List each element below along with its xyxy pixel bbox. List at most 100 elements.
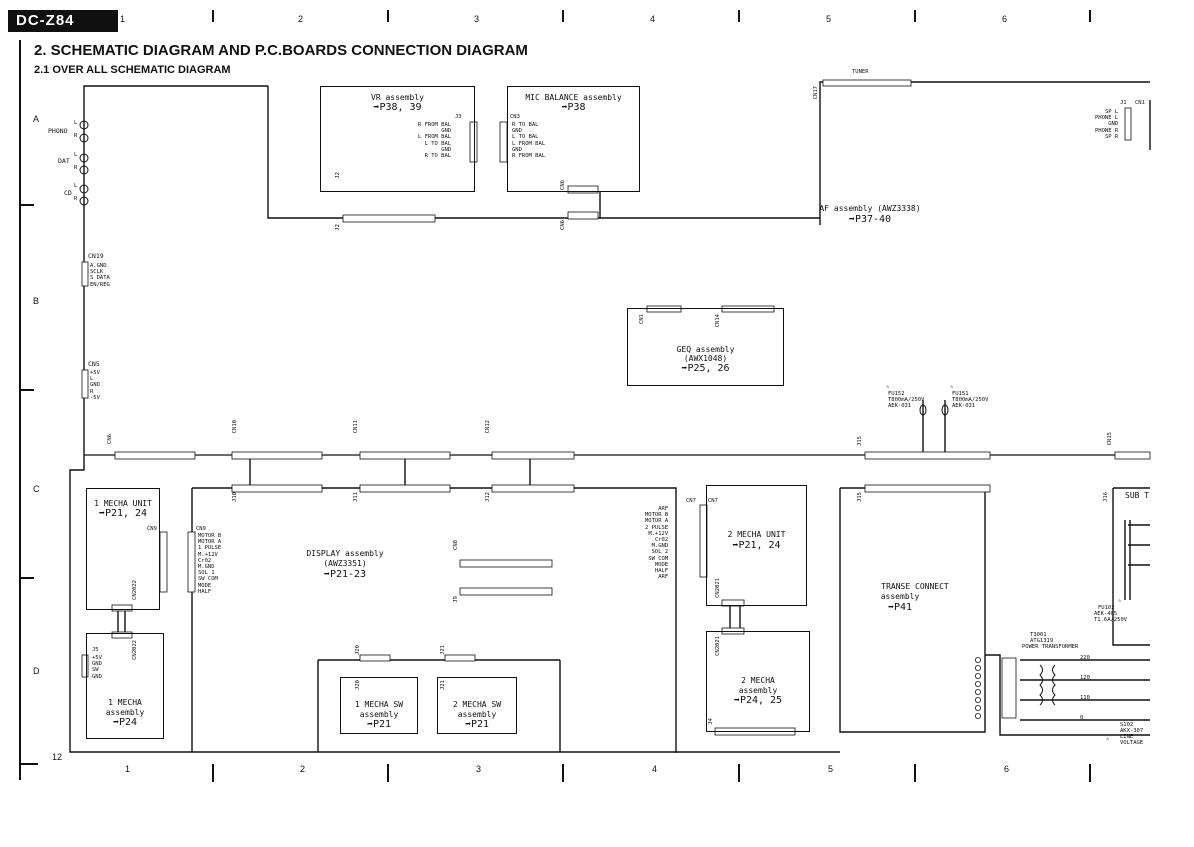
j1-id: J1 — [1120, 100, 1127, 106]
geq-part: (AWX1048) — [683, 354, 728, 363]
mecha2-unit-ref-text: P21, 24 — [738, 540, 781, 551]
j20-a-id: J20 — [355, 645, 361, 655]
cn15-id: CN15 — [1107, 432, 1113, 446]
af-assembly-name: AF assembly (AWZ3338) — [819, 204, 921, 213]
grid-col-5-bottom: 5 — [828, 764, 834, 774]
cn6-bus-id: CN6 — [107, 434, 113, 444]
mecha2-assembly-block: 2 MECHA assembly ➡P24, 25 — [706, 631, 810, 732]
j3-id: J3 — [455, 114, 462, 120]
grid-row-a: A — [33, 114, 40, 124]
cn14-id: CN14 — [715, 314, 721, 328]
cn8-id: CN8 — [453, 540, 459, 550]
vr-assembly-ref: ➡P38, 39 — [321, 103, 474, 113]
cn9-b-pins: MOTOR B MOTOR A 1 PULSE M.+12V Cr02 M.GN… — [198, 533, 222, 595]
arrow-right-icon: ➡ — [732, 540, 739, 551]
dat-label: DAT — [58, 157, 70, 165]
mecha2-unit-ref: ➡P21, 24 — [707, 541, 806, 551]
cn2021-a-id: CN2021 — [715, 578, 721, 598]
j16-id: J16 — [1103, 492, 1109, 502]
fu102-id: FU102 — [1098, 605, 1115, 611]
transe-name: TRANSE CONNECT — [881, 582, 949, 591]
mecha2-sw-block: 2 MECHA SW assembly ➡P21 — [437, 677, 517, 734]
fu151-icon: ⚠ — [950, 384, 953, 390]
cn7-a-id: CN7 — [686, 498, 696, 504]
grid-col-2-bottom: 2 — [300, 764, 306, 774]
j11-id: J11 — [353, 492, 359, 502]
mecha2-asm-name: 2 MECHA — [741, 676, 775, 685]
vr-assembly-name: VR assembly — [371, 93, 424, 102]
dat-r: R — [74, 165, 78, 171]
arrow-right-icon: ➡ — [848, 214, 855, 225]
j12-id: J12 — [485, 492, 491, 502]
phono-label: PHONO — [48, 127, 68, 135]
mecha1-sw-ref: ➡P21 — [341, 720, 417, 730]
j10-id: J10 — [232, 492, 238, 502]
warning-triangle-icon: ⚠ — [886, 384, 890, 390]
phono-l: L — [74, 120, 78, 126]
mecha1-asm-ref: ➡P24 — [87, 718, 163, 728]
vr-assembly-block: VR assembly ➡P38, 39 — [320, 86, 475, 192]
tap-120: 120 — [1080, 675, 1090, 681]
arrow-right-icon: ➡ — [112, 717, 119, 728]
arrow-right-icon: ➡ — [681, 363, 688, 374]
mecha1-unit-block: 1 MECHA UNIT ➡P21, 24 — [86, 488, 160, 610]
mecha2-unit-name: 2 MECHA UNIT — [727, 530, 786, 539]
t3001-id: T3001 — [1030, 632, 1047, 638]
arrow-right-icon: ➡ — [887, 602, 894, 613]
display-name: DISPLAY assembly — [306, 549, 384, 558]
mic-balance-name: MIC BALANCE assembly — [525, 93, 622, 102]
cn7-b-id: CN7 — [708, 498, 718, 504]
cd-r: R — [74, 196, 78, 202]
cn9-b-id: CN9 — [196, 526, 206, 532]
grid-col-4: 4 — [650, 14, 656, 24]
arrow-right-icon: ➡ — [464, 719, 471, 730]
geq-name: GEQ assembly — [676, 345, 735, 354]
cn6-bottom-id: CN6 — [560, 220, 566, 230]
tap-110: 110 — [1080, 695, 1090, 701]
mecha1-unit-name: 1 MECHA UNIT — [94, 499, 152, 508]
mecha1-unit-ref: ➡P21, 24 — [87, 509, 159, 519]
grid-corner-number: 12 — [52, 752, 63, 762]
cn12-id: CN12 — [485, 420, 491, 434]
warning-triangle-icon: ⚠ — [1118, 598, 1122, 604]
tuner-label: TUNER — [852, 69, 869, 75]
t3001-part: ATG1319 — [1030, 638, 1054, 644]
cn5-id: CN5 — [88, 360, 100, 368]
arrow-right-icon: ➡ — [733, 695, 740, 706]
mecha1-unit-ref-text: P21, 24 — [104, 508, 148, 519]
mecha1-asm-sub: assembly — [105, 708, 145, 717]
fu152-icon: ⚠ — [886, 384, 889, 390]
mecha1-sw-name: 1 MECHA SW — [354, 700, 404, 709]
s102-icon: ⚠ — [1106, 736, 1109, 742]
cn1-right-id: CN1 — [1135, 100, 1145, 106]
phono-r: R — [74, 133, 78, 139]
j2-bottom-id: J2 — [335, 224, 341, 231]
cn6-top-id: CN6 — [560, 180, 566, 190]
j21-b-id: J21 — [440, 680, 446, 690]
mic-ref-text: P38 — [567, 102, 586, 113]
j2-top-id: J2 — [335, 172, 341, 179]
mic-balance-ref: ➡P38 — [508, 103, 639, 113]
transe-ref-text: P41 — [893, 602, 913, 613]
grid-col-6: 6 — [1002, 14, 1008, 24]
grid-col-6-bottom: 6 — [1004, 764, 1010, 774]
cn5-pins: +5V L GND R -5V — [90, 370, 100, 401]
page-title: 2. SCHEMATIC DIAGRAM AND P.C.BOARDS CONN… — [34, 42, 528, 59]
grid-col-3: 3 — [474, 14, 480, 24]
mic-balance-assembly-block: MIC BALANCE assembly ➡P38 — [507, 86, 640, 192]
sub-t-name: SUB T — [1125, 491, 1150, 500]
grid-col-4-bottom: 4 — [652, 764, 658, 774]
arrow-right-icon: ➡ — [366, 719, 373, 730]
transe-ref: ➡P41 — [860, 602, 940, 613]
j1-pins: SP L PHONE L GND PHONE R SP R — [1095, 109, 1119, 140]
model-badge: DC-Z84 — [8, 10, 118, 32]
arrow-right-icon: ➡ — [561, 102, 568, 113]
cn19-pins: A.GND SCLK S DATA EN/REG — [90, 263, 110, 288]
cn7-a-pins: ARF MOTOR B MOTOR A 2 PULSE M.+12V Cr02 … — [645, 506, 669, 581]
j5-id: J5 — [92, 647, 99, 653]
cn9-a-id: CN9 — [147, 526, 157, 532]
j15-bottom-id: J15 — [857, 492, 863, 502]
arrow-right-icon: ➡ — [98, 508, 105, 519]
mecha2-asm-ref: ➡P24, 25 — [707, 696, 809, 706]
j15-top-id: J15 — [857, 436, 863, 446]
